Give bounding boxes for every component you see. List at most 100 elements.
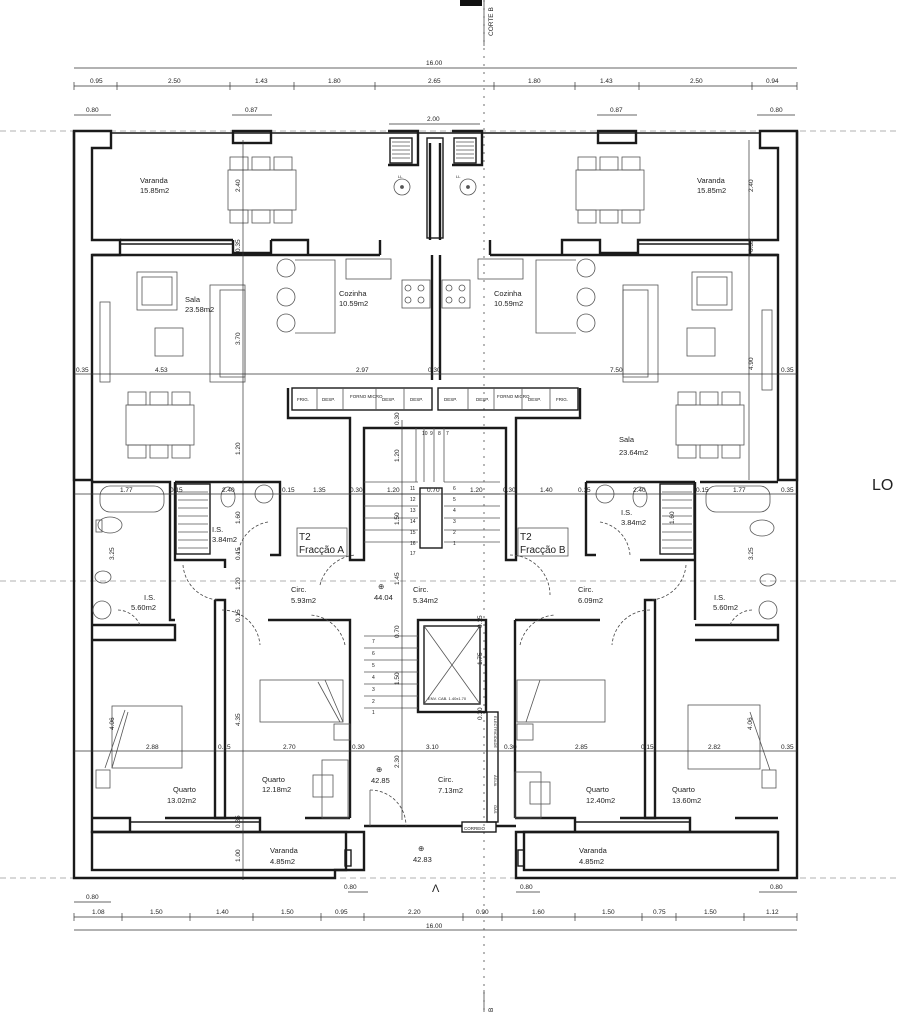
svg-text:12: 12 (410, 497, 416, 503)
svg-text:FORNO MICRO: FORNO MICRO (497, 394, 530, 399)
svg-text:4: 4 (372, 675, 375, 681)
svg-text:LL: LL (398, 174, 403, 179)
svg-text:1.12: 1.12 (766, 909, 779, 916)
svg-text:1.50: 1.50 (704, 909, 717, 916)
svg-text:0.30: 0.30 (504, 744, 517, 751)
svg-text:0.80: 0.80 (86, 107, 99, 114)
svg-text:1: 1 (372, 710, 375, 716)
svg-text:0.15: 0.15 (235, 609, 242, 622)
svg-text:Cozinha: Cozinha (339, 289, 367, 298)
svg-text:3.10: 3.10 (426, 744, 439, 751)
svg-text:Sala: Sala (185, 295, 201, 304)
svg-text:1.60: 1.60 (532, 909, 545, 916)
svg-text:0.87: 0.87 (245, 107, 258, 114)
svg-text:7: 7 (446, 431, 449, 437)
side-label: LO (872, 477, 893, 494)
svg-text:1.20: 1.20 (470, 487, 483, 494)
svg-text:0.30: 0.30 (428, 367, 441, 374)
svg-text:Varanda: Varanda (579, 846, 608, 855)
svg-text:1.20: 1.20 (387, 487, 400, 494)
svg-text:4.53: 4.53 (155, 367, 168, 374)
svg-text:15: 15 (410, 530, 416, 536)
svg-text:2.97: 2.97 (356, 367, 369, 374)
svg-text:5.60m2: 5.60m2 (713, 603, 738, 612)
svg-text:Circ.: Circ. (438, 775, 453, 784)
svg-text:1.45: 1.45 (394, 572, 401, 585)
svg-text:2.65: 2.65 (428, 78, 441, 85)
svg-text:42.85: 42.85 (371, 776, 390, 785)
svg-text:0.75: 0.75 (653, 909, 666, 916)
svg-text:CORREIO: CORREIO (464, 826, 486, 831)
svg-text:6: 6 (453, 486, 456, 492)
svg-text:2.50: 2.50 (690, 78, 703, 85)
svg-text:Varanda: Varanda (697, 176, 726, 185)
svg-text:Circ.: Circ. (578, 585, 593, 594)
svg-text:Circ.: Circ. (291, 585, 306, 594)
svg-text:2.20: 2.20 (408, 909, 421, 916)
svg-text:0.30: 0.30 (503, 487, 516, 494)
svg-text:I.S.: I.S. (621, 508, 632, 517)
svg-text:5.34m2: 5.34m2 (413, 596, 438, 605)
svg-text:0.15: 0.15 (477, 615, 484, 628)
svg-text:0.30: 0.30 (350, 487, 363, 494)
svg-text:3: 3 (372, 687, 375, 693)
svg-text:10: 10 (422, 431, 428, 437)
svg-text:1.00: 1.00 (235, 849, 242, 862)
svg-text:9: 9 (430, 431, 433, 437)
svg-text:0.15: 0.15 (641, 744, 654, 751)
svg-text:Quarto: Quarto (173, 785, 196, 794)
svg-text:1.50: 1.50 (394, 512, 401, 525)
svg-text:2: 2 (453, 530, 456, 536)
svg-text:I.S.: I.S. (714, 593, 725, 602)
svg-text:1.50: 1.50 (150, 909, 163, 916)
svg-text:23.58m2: 23.58m2 (185, 305, 214, 314)
svg-text:13.60m2: 13.60m2 (672, 796, 701, 805)
svg-text:13: 13 (410, 508, 416, 514)
svg-text:2.40: 2.40 (748, 179, 755, 192)
svg-text:0.95: 0.95 (335, 909, 348, 916)
svg-text:1.50: 1.50 (394, 672, 401, 685)
svg-text:4.35: 4.35 (235, 713, 242, 726)
room-varanda-left-area: 15.85m2 (140, 186, 169, 195)
svg-text:LL: LL (456, 174, 461, 179)
building-walls (72, 129, 799, 880)
stair-numbers: 10 9 8 7 11 12 13 14 15 16 17 6 5 4 3 2 … (372, 431, 456, 716)
svg-text:5: 5 (453, 497, 456, 503)
svg-text:12.18m2: 12.18m2 (262, 785, 291, 794)
svg-text:1.75: 1.75 (477, 652, 484, 665)
svg-text:0.35: 0.35 (781, 367, 794, 374)
svg-text:0.70: 0.70 (427, 487, 440, 494)
svg-text:42.83: 42.83 (413, 855, 432, 864)
svg-text:GÁS: GÁS (493, 805, 498, 814)
svg-text:1.43: 1.43 (600, 78, 613, 85)
svg-text:Circ.: Circ. (413, 585, 428, 594)
svg-text:16.00: 16.00 (426, 923, 443, 930)
svg-text:2.40: 2.40 (222, 487, 235, 494)
svg-text:0.80: 0.80 (770, 884, 783, 891)
svg-text:4.06: 4.06 (747, 717, 754, 730)
svg-text:0.15: 0.15 (282, 487, 295, 494)
level-markers: ⊕ 44.04 ⊕ 42.85 ⊕ 42.83 (371, 582, 432, 864)
svg-text:2.82: 2.82 (708, 744, 721, 751)
svg-text:0.80: 0.80 (86, 894, 99, 901)
svg-text:DESP.: DESP. (528, 397, 541, 402)
svg-text:23.64m2: 23.64m2 (619, 448, 648, 457)
svg-text:⊕: ⊕ (378, 582, 384, 591)
svg-text:DESP.: DESP. (410, 397, 423, 402)
svg-text:0.35: 0.35 (781, 744, 794, 751)
svg-text:10.59m2: 10.59m2 (494, 299, 523, 308)
fraction-b-type: T2 (520, 532, 532, 543)
svg-text:1.35: 1.35 (313, 487, 326, 494)
svg-text:3.84m2: 3.84m2 (212, 535, 237, 544)
svg-text:1.40: 1.40 (216, 909, 229, 916)
svg-text:FORNO MICRO: FORNO MICRO (350, 394, 383, 399)
svg-text:10.59m2: 10.59m2 (339, 299, 368, 308)
svg-text:0.35: 0.35 (235, 815, 242, 828)
svg-text:2.85: 2.85 (575, 744, 588, 751)
svg-text:0.30: 0.30 (394, 412, 401, 425)
svg-text:7.13m2: 7.13m2 (438, 786, 463, 795)
svg-text:Quarto: Quarto (262, 775, 285, 784)
svg-text:0.80: 0.80 (344, 884, 357, 891)
svg-text:ÁGUA: ÁGUA (493, 775, 498, 787)
fraction-a-name: Fracção A (299, 545, 344, 556)
